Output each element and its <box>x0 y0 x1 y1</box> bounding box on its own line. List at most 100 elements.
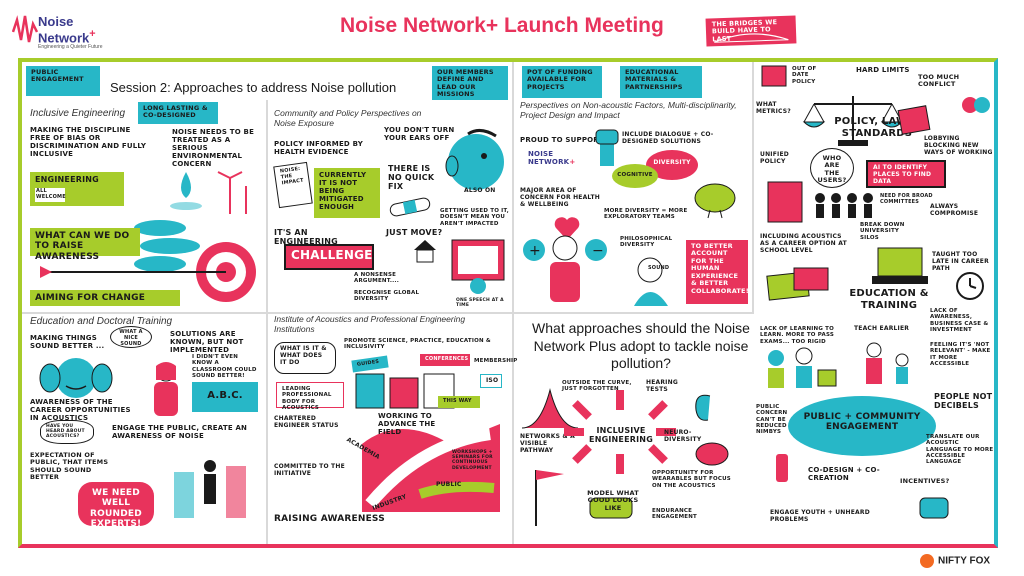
networks-pathway-text: NETWORKS & A VISIBLE PATHWAY <box>520 433 575 454</box>
chartered-engineer-text: CHARTERED ENGINEER STATUS <box>274 415 339 429</box>
conferences-tag: CONFERENCES <box>420 354 470 366</box>
fox-icon <box>920 554 934 568</box>
panel-title-inclusive-engineering: Inclusive Engineering <box>30 108 126 119</box>
one-speech-text: ONE SPEECH AT A TIME <box>456 298 504 309</box>
materials-tag: EDUCATIONAL MATERIALS & PARTNERSHIPS <box>620 66 702 98</box>
policy-law-standards-heading: POLICY, LAW & STANDARDS <box>834 116 920 139</box>
endurance-engagement-text: ENDURANCE ENGAGEMENT <box>652 508 697 521</box>
noise-network-logo: Noise Network+ Engineering a Quieter Fut… <box>12 8 122 58</box>
policy-health-text: POLICY INFORMED BY HEALTH EVIDENCE <box>274 140 363 157</box>
inclusive-engineering-center: INCLUSIVE ENGINEERING <box>589 426 653 445</box>
scales-of-justice-icon <box>802 96 904 146</box>
this-way-sign: THIS WAY <box>438 396 480 408</box>
challenge-banner: CHALLENGE! <box>284 244 378 270</box>
session-title: Session 2: Approaches to address Noise p… <box>110 80 397 95</box>
serious-concern-text: NOISE NEEDS TO BE TREATED AS A SERIOUS E… <box>172 128 255 169</box>
laptop-icon <box>872 247 928 284</box>
committed-text: COMMITTED TO THE INITIATIVE <box>274 463 345 477</box>
ears-off-text: YOU DON'T TURN YOUR EARS OFF <box>384 126 455 143</box>
outside-curve-text: OUTSIDE THE CURVE, JUST FORGOTTEN <box>562 380 632 393</box>
face-with-ear-icon <box>445 129 504 190</box>
university-silos-text: BREAK DOWN UNIVERSITY SILOS <box>860 222 905 241</box>
ear-icon <box>695 394 711 421</box>
public-community-engagement-cloud: PUBLIC + COMMUNITY ENGAGEMENT <box>788 396 936 456</box>
human-experience-box: TO BETTER ACCOUNT FOR THE HUMAN EXPERIEN… <box>686 240 749 304</box>
not-relevant-text: FEELING IT'S 'NOT RELEVANT' - MAKE IT MO… <box>930 342 991 367</box>
classroom-board: A.B.C. <box>192 382 258 412</box>
out-of-date-policy-text: OUT OF DATE POLICY <box>792 66 817 85</box>
noise-impact-book: NOISE: THE IMPACT <box>273 161 313 209</box>
leading-body-box: LEADING PROFESSIONAL BODY FOR ACOUSTICS <box>276 382 344 411</box>
window-person-icon <box>451 239 505 294</box>
incentives-text: INCENTIVES? <box>900 477 950 485</box>
panel-title-institute-acoustics: Institute of Acoustics and Professional … <box>274 314 466 334</box>
svg-text:−: − <box>592 243 604 259</box>
members-tag: OUR MEMBERS DEFINE AND LEAD OUR MISSIONS <box>432 66 508 100</box>
always-compromise-text: ALWAYS COMPROMISE <box>930 203 979 217</box>
bell-curve-icon <box>521 388 579 429</box>
soundwave-icon <box>12 15 38 43</box>
books-icon <box>766 267 829 301</box>
engineering-challenge-lead: IT'S AN ENGINEERING <box>274 228 338 247</box>
panel-title-community-policy: Community and Policy Perspectives on Noi… <box>274 108 422 128</box>
big-ear-head-icon <box>39 358 113 398</box>
also-on-text: ALSO ON <box>464 187 496 194</box>
model-good-text: MODEL WHAT GOOD LOOKS LIKE <box>587 489 639 512</box>
well-rounded-experts-bubble: WE NEED WELL ROUNDED EXPERTS! <box>78 482 154 529</box>
house-icon <box>414 240 436 263</box>
hard-limits-text: HARD LIMITS <box>856 66 910 74</box>
philosophical-diversity-text: PHILOSOPHICAL DIVERSITY <box>620 236 673 249</box>
health-concern-text: MAJOR AREA OF CONCERN FOR HEALTH & WELLB… <box>520 187 600 208</box>
too-much-conflict-text: TOO MUCH CONFLICT <box>918 73 960 89</box>
long-lasting-note: LONG LASTING & CO-DESIGNED <box>138 102 218 124</box>
neuro-diversity-text: NEURO-DIVERSITY <box>664 429 702 443</box>
megaphone-crowd-icon <box>174 460 246 518</box>
ai-data-screen: AI TO IDENTIFY PLACES TO FIND DATA <box>866 160 946 188</box>
raised-fist-icon <box>595 129 619 166</box>
heart-icon <box>554 217 580 240</box>
workshops-text: WORKSHOPS + SEMINARS FOR CONTINUOUS DEVE… <box>452 450 493 471</box>
policy-document-icon <box>767 181 803 223</box>
page-title: Noise Network+ Launch Meeting <box>340 14 664 37</box>
bandage-icon <box>389 197 431 217</box>
teach-earlier-text: TEACH EARLIER <box>854 325 910 332</box>
nice-sound-bubble: WHAT A NICE SOUND <box>110 326 152 348</box>
speaker-icon <box>776 454 788 482</box>
who-are-users-bubble: WHO ARE THE USERS? <box>810 148 854 188</box>
lobby-documents-icon <box>897 105 931 135</box>
taught-late-text: TAUGHT TOO LATE IN CAREER PATH <box>932 251 989 272</box>
advance-field-text: WORKING TO ADVANCE THE FIELD <box>378 412 436 437</box>
engineering-house: ENGINEERING ALL WELCOME <box>30 172 124 206</box>
co-design-text: CO-DESIGN + CO-CREATION <box>808 466 880 483</box>
conflict-icon <box>962 97 990 113</box>
raise-awareness-banner: WHAT CAN WE DO TO RAISE AWARENESS <box>30 228 140 262</box>
engage-public-text: ENGAGE THE PUBLIC, CREATE AN AWARENESS O… <box>112 424 248 441</box>
career-awareness-text: AWARENESS OF THE CAREER OPPORTUNITIES IN… <box>30 398 131 423</box>
what-metrics-text: WHAT METRICS? <box>756 101 791 115</box>
money-bag-icon <box>919 497 949 519</box>
wearables-text: OPPORTUNITY FOR WEARABLES BUT FOCUS ON T… <box>652 470 731 489</box>
pathway-sign-icon <box>535 470 564 526</box>
exploratory-teams-text: MORE DIVERSITY = MORE EXPLORATORY TEAMS <box>604 208 688 221</box>
discipline-free-text: MAKING THE DISCIPLINE FREE OF BIAS OR DI… <box>30 126 147 159</box>
logo-tagline: Engineering a Quieter Future <box>38 44 103 50</box>
teacher-icon <box>154 362 178 416</box>
people-not-decibels-text: PEOPLE NOT DECIBELS <box>934 392 993 411</box>
thinking-person-icon <box>634 257 668 306</box>
membership-label: MEMBERSHIP <box>474 358 518 364</box>
heard-acoustics-bubble: HAVE YOU HEARD ABOUT ACOUSTICS? <box>40 420 94 444</box>
divider-vertical-3 <box>752 62 754 312</box>
learning-rigid-text: LACK OF LEARNING TO LEARN. MORE TO PASS … <box>760 326 835 345</box>
funding-tag: POT OF FUNDING AVAILABLE FOR PROJECTS <box>522 66 602 98</box>
droplet-turbine-icon <box>170 171 247 214</box>
public-label: PUBLIC <box>436 481 462 488</box>
brain-icon <box>694 183 736 219</box>
panel-title-education-doctoral: Education and Doctoral Training <box>30 316 173 327</box>
what-is-it-bubble: WHAT IS IT & WHAT DOES IT DO <box>274 342 336 374</box>
logo-word-noise: Noise <box>38 14 74 29</box>
education-training-heading: EDUCATION & TRAINING <box>849 288 929 311</box>
bridge-icon <box>714 33 789 43</box>
no-quick-fix-text: THERE IS NO QUICK FIX <box>388 164 435 192</box>
teacher-child-icon <box>866 342 909 384</box>
target-icon <box>40 220 256 302</box>
